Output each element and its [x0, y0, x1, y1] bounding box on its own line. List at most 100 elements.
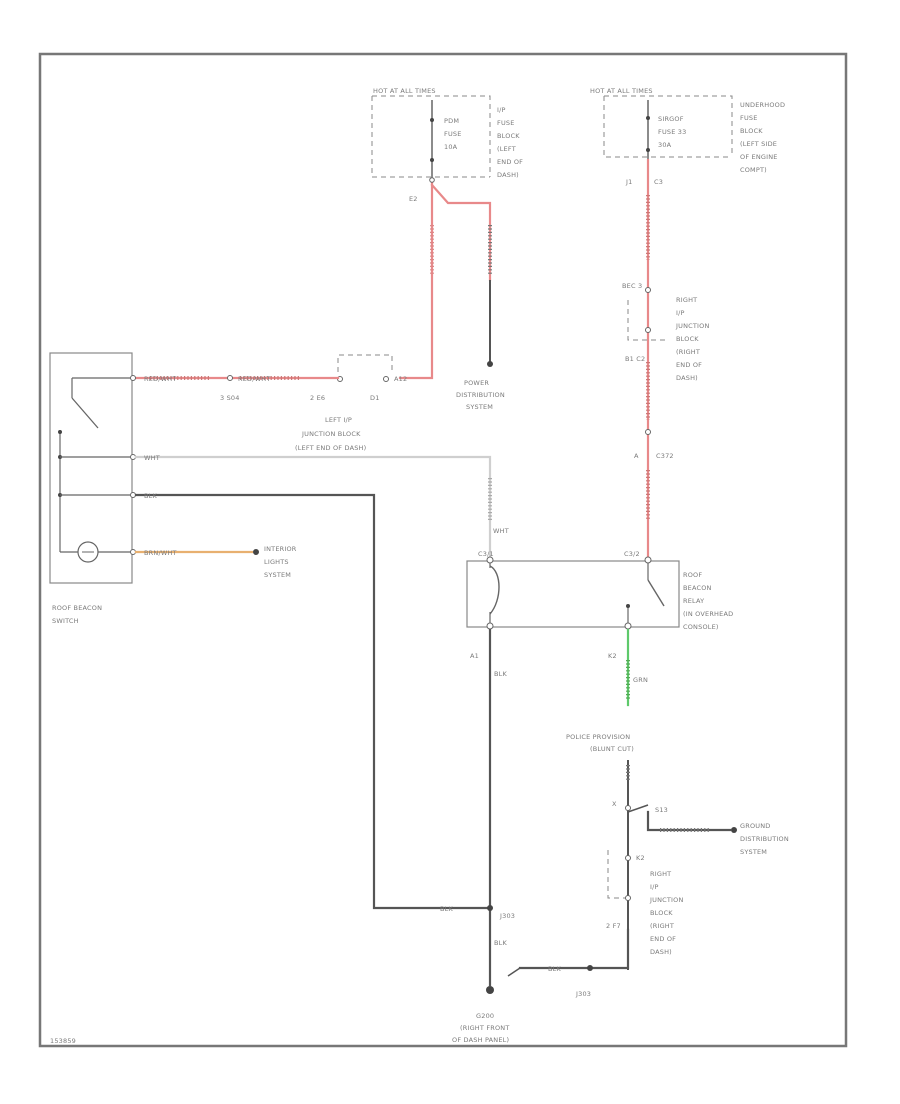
interior-1: INTERIOR — [264, 545, 297, 553]
ground-dist-3: SYSTEM — [740, 848, 767, 856]
splice-s304: 3 S04 — [220, 394, 240, 402]
fuse-right-line-2: FUSE 33 — [658, 128, 686, 136]
right-jb-conn: BEC 3 — [622, 282, 642, 290]
fuse-right-block-6: COMPT) — [740, 166, 767, 174]
right-jb-top-outline — [627, 300, 668, 341]
switch-wire-1: RED/WHT — [144, 375, 177, 383]
right-jb-bottom-pin — [625, 855, 631, 861]
brn-wht-wire: BRN/WHT INTERIOR LIGHTS SYSTEM — [134, 545, 297, 579]
footer-code: 153859 — [50, 1037, 76, 1045]
right-jb-pin-mid — [645, 327, 651, 333]
fuse-left-block-1: I/P — [497, 106, 506, 114]
switch-blade — [71, 397, 99, 429]
police-provision: POLICE PROVISION (BLUNT CUT) X S13 GROUN… — [566, 733, 789, 970]
fuse-left-block-5: END OF — [497, 158, 523, 166]
right-jb-bottom-outline — [607, 850, 628, 899]
right-jb-top-4: BLOCK — [676, 335, 699, 343]
fuse-block-right-outline-top — [604, 95, 733, 157]
fuse-left-pin: E2 — [409, 195, 418, 203]
relay-line-1: ROOF — [683, 571, 702, 579]
relay-wire-gnd: GRN — [633, 676, 648, 684]
ground-3: OF DASH PANEL) — [452, 1036, 509, 1044]
right-jb-bottom-4: BLOCK — [650, 909, 673, 917]
blk-wire: BLK BLK — [134, 492, 492, 913]
red-feed-right: BEC 3 B1 C2 RIGHT I/P JUNCTION BLOCK (RI… — [622, 158, 709, 558]
roof-beacon-switch: ROOF BEACON SWITCH — [49, 352, 136, 625]
fuse-block-right-outline — [603, 96, 732, 158]
left-jb-pin-label-b: D1 — [370, 394, 380, 402]
relay-pin-right — [644, 556, 652, 564]
left-jb-line-1: LEFT I/P — [325, 416, 352, 424]
right-jb-bottom-2: I/P — [650, 883, 659, 891]
left-jb-line-3: (LEFT END OF DASH) — [295, 444, 366, 452]
red-feed-left — [398, 177, 493, 380]
right-jb-top-5: (RIGHT — [676, 348, 700, 356]
fuse-right-pin-1: J1 — [625, 178, 632, 186]
switch-wire-3: BLK — [144, 492, 157, 500]
police-title-1: POLICE PROVISION — [566, 733, 630, 741]
right-jb-bottom: K2 2 F7 RIGHT I/P JUNCTION BLOCK (RIGHT … — [507, 850, 683, 998]
wht-wire: WHT — [134, 454, 492, 558]
right-jb-pin: B1 C2 — [625, 355, 645, 363]
relay-wire-in: WHT — [493, 527, 509, 535]
ground-dist-arrow — [731, 827, 737, 833]
interior-arrow — [253, 549, 259, 555]
left-jb-pin-c: A12 — [394, 375, 407, 383]
left-jb-outline — [337, 354, 393, 372]
police-pin — [625, 805, 631, 811]
left-jb-pin-label-a: 2 E6 — [310, 394, 325, 402]
fuse-block-left: HOT AT ALL TIMES PDM FUSE 10A I/P FUSE B… — [371, 87, 523, 203]
relay-pin-right-label: C3/2 — [624, 550, 640, 558]
ground-icon — [486, 986, 494, 994]
fuse-block-left-outline-top — [372, 95, 491, 177]
fuse-left-block-3: BLOCK — [497, 132, 520, 140]
fuse-left-line-1: PDM — [444, 117, 459, 125]
relay-line-4: (IN OVERHEAD — [683, 610, 733, 618]
ground-dist-2: DISTRIBUTION — [740, 835, 789, 843]
fuse-right-line-1: SIRGOF — [658, 115, 684, 123]
right-jb-top-2: I/P — [676, 309, 685, 317]
fuse-right-block-1: UNDERHOOD — [740, 101, 785, 109]
fuse-right-header: HOT AT ALL TIMES — [590, 87, 653, 95]
fuse-left-node-2 — [430, 158, 434, 162]
fuse-right-block-4: (LEFT SIDE — [740, 140, 777, 148]
switch-wire-1b: RED/WHT — [238, 375, 271, 383]
right-jb-bottom-5: (RIGHT — [650, 922, 674, 930]
fuse-right-block-5: OF ENGINE — [740, 153, 778, 161]
bottom-link — [507, 967, 521, 977]
fuse-left-header: HOT AT ALL TIMES — [373, 87, 436, 95]
right-jb-top-6: END OF — [676, 361, 702, 369]
switch-label-1: ROOF BEACON — [52, 604, 102, 612]
grn-wire: K2 GRN — [608, 628, 648, 707]
c372-pin — [645, 429, 651, 435]
fuse-right-line-3: 30A — [658, 141, 672, 149]
relay-pin-bottom-right — [624, 622, 632, 630]
right-jb-top-1: RIGHT — [676, 296, 697, 304]
switch-outline — [49, 352, 133, 584]
ground-dist-wire — [646, 810, 732, 832]
fuse-block-left-outline — [371, 96, 490, 178]
fuse-right-node-2 — [646, 148, 650, 152]
c372-label: C372 — [656, 452, 674, 460]
left-junction-block: A12 2 E6 D1 LEFT I/P JUNCTION BLOCK (LEF… — [295, 354, 407, 452]
bottom-blk-return — [518, 928, 630, 970]
fuse-left-block-2: FUSE — [497, 119, 515, 127]
relay-outline — [466, 560, 680, 628]
right-jb-bottom-blk: BLK — [548, 965, 561, 973]
fuse-left-node — [430, 118, 434, 122]
fuse-left-block-6: DASH) — [497, 171, 519, 179]
wire-bottom-blk-2: BLK — [494, 939, 507, 947]
fuse-left-line-2: FUSE — [444, 130, 462, 138]
s304-pin — [227, 375, 233, 381]
left-jb-line-2: JUNCTION BLOCK — [301, 430, 361, 438]
left-jb-pin-a — [383, 376, 389, 382]
switch-wire-4: BRN/WHT — [144, 549, 177, 557]
right-jb-bottom-6: END OF — [650, 935, 676, 943]
red-wire-left-vertical — [398, 178, 434, 380]
right-jb-bottom-pin-2 — [625, 895, 631, 901]
fuse-right-block-2: FUSE — [740, 114, 758, 122]
right-jb-top-7: DASH) — [676, 374, 698, 382]
power-dist-1: POWER — [464, 379, 489, 387]
ground-2: (RIGHT FRONT — [460, 1024, 510, 1032]
right-jb-bottom-1: RIGHT — [650, 870, 671, 878]
